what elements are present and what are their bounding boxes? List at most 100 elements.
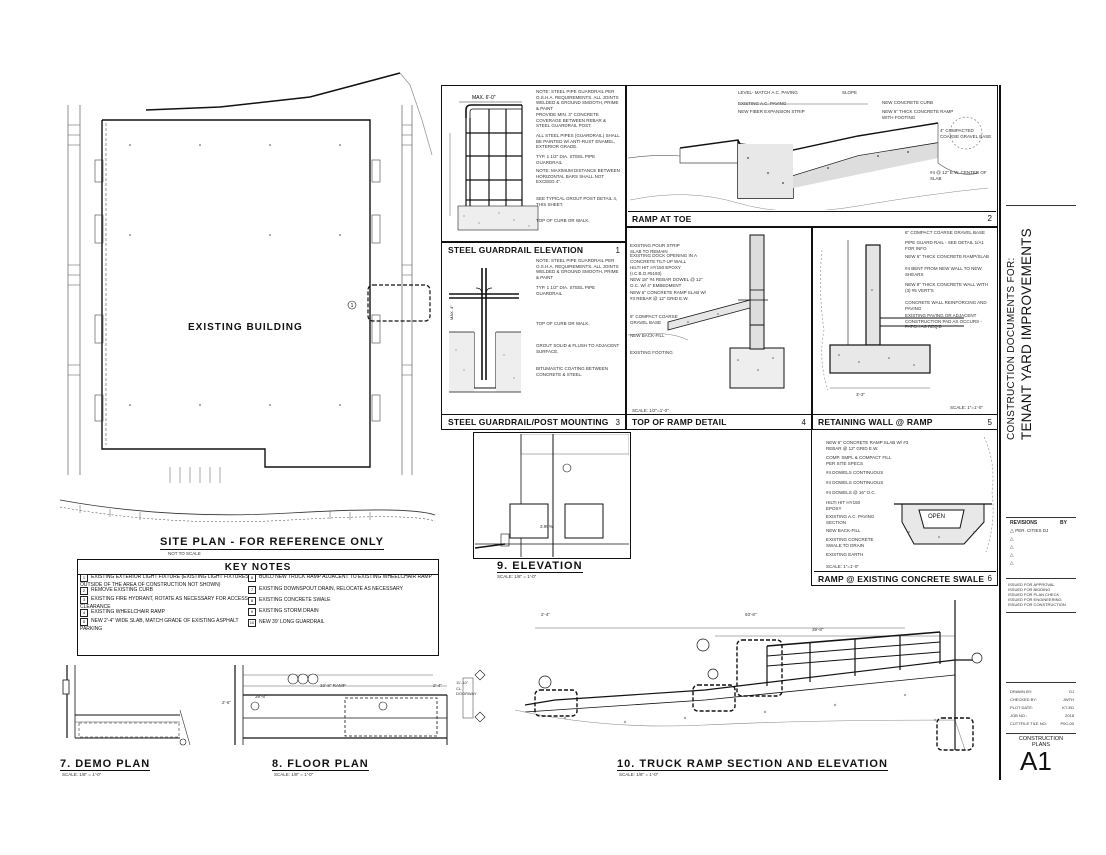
- detail-1-note-6: SEE TYPICAL GROUT POST DETAIL 4, THIS SH…: [536, 196, 618, 207]
- detail-2-note-3: EXISTING A.C. PAVING: [738, 101, 787, 106]
- floor-plan-dim-4: 2'-6": [222, 700, 231, 705]
- detail-1-number: 1: [615, 245, 620, 255]
- detail-6-title: RAMP @ EXISTING CONCRETE SWALE: [818, 573, 985, 584]
- detail-3-number: 3: [615, 417, 620, 427]
- detail-1-titlebar: STEEL GUARDRAIL ELEVATION 1: [444, 243, 624, 257]
- detail-2-note-4: NEW FIBER EXPANSION STRIP: [738, 109, 805, 114]
- site-plan-title: SITE PLAN - FOR REFERENCE ONLY: [160, 536, 384, 550]
- title-block-fields: DRAWN BY:DJ CHECKED BY:JWTH PLOT DATE:KT…: [1010, 689, 1074, 726]
- floor-plan-dim-1: 33'-8" RAMP: [320, 683, 346, 688]
- demo-plan-title: 7. DEMO PLAN: [60, 758, 151, 771]
- project-title-block: CONSTRUCTION DOCUMENTS FOR: TENANT YARD …: [1006, 210, 1076, 440]
- elevation-9-scale: SCALE: 1/8" = 1'-0": [497, 574, 537, 579]
- floor-plan-dim-2: 39'-8": [255, 694, 267, 699]
- detail-4-note-7: NEW BACK-FILL: [630, 333, 665, 338]
- detail-5-note-4: #4 BENT FROM NEW WALL TO NEW SHEARS: [905, 266, 982, 277]
- elevation-9-drawing: [475, 434, 629, 557]
- detail-2-note-5: NEW CONCRETE CURB: [882, 100, 934, 105]
- detail-6-scale: SCALE: 1"=1'-0": [826, 564, 859, 569]
- detail-5-title: RETAINING WALL @ RAMP: [818, 417, 933, 427]
- detail-1-note-1: NOTE: STEEL PIPE GUARDRAIL PER O.S.H.A. …: [536, 89, 619, 111]
- detail-6-note-8: NEW BACK-FILL: [826, 528, 861, 533]
- floor-plan-scale: SCALE: 1/8" = 1'-0": [274, 772, 314, 777]
- detail-4-note-2: EXISTING DOCK OPENING IN A CONCRETE TILT…: [630, 253, 697, 264]
- detail-4-note-4: NEW 18" #4 REBAR DOWEL @ 12" O.C. W/ 4" …: [630, 277, 703, 288]
- detail-6-note-4: #4 DOWELS CONTINUOUS: [826, 480, 884, 485]
- detail-2-number: 2: [987, 214, 992, 223]
- detail-5-note-6: CONCRETE WALL REINFORCING AND PAVING: [905, 300, 987, 311]
- issue-status-list: ISSUED FOR APPROVAL ISSUED FOR BIDDING I…: [1008, 582, 1066, 607]
- detail-5-note-3: NEW 6" THICK CONCRETE RAMP/SLAB: [905, 254, 990, 259]
- demo-plan-drawing: [62, 665, 191, 746]
- detail-5-number: 5: [987, 417, 992, 427]
- detail-grid-frame: [441, 85, 998, 430]
- detail-4-number: 4: [801, 417, 806, 427]
- detail-6-frame: [811, 429, 998, 586]
- detail-6-titlebar: RAMP @ EXISTING CONCRETE SWALE 6: [814, 571, 996, 585]
- revision-row-4: △: [1010, 552, 1014, 557]
- detail-3-title: STEEL GUARDRAIL/POST MOUNTING: [448, 417, 609, 427]
- detail-2-drawing: [628, 103, 989, 210]
- ramp-section-scale: SCALE: 1/8" = 1'-0": [619, 772, 659, 777]
- key-notes-box: KEY NOTES: [77, 559, 439, 656]
- detail-6-note-7: EXISTING A.C. PAVING SECTION: [826, 514, 875, 525]
- detail-3-drawing: MAX. 4": [449, 268, 521, 393]
- detail-2-note-1: LEVEL- MATCH A.C. PAVING: [738, 90, 798, 95]
- detail-6-drawing: [894, 436, 994, 553]
- svg-text:MAX. 6'-0": MAX. 6'-0": [472, 95, 496, 101]
- detail-1-note-2: PROVIDE MIN. 3" CONCRETE COVERAGE BETWEE…: [536, 112, 607, 128]
- sheet-number: A1: [1020, 746, 1052, 776]
- revision-row-5: △: [1010, 560, 1014, 565]
- detail-5-scale: SCALE: 1"=1'-0": [950, 405, 983, 410]
- detail-6-note-6: HILTI HIT HY150 EPOXY: [826, 500, 861, 511]
- key-notes-title: KEY NOTES: [78, 560, 438, 575]
- detail-6-open-label: OPEN: [928, 514, 946, 520]
- demo-plan-scale: SCALE: 1/8" = 1'-0": [62, 772, 102, 777]
- elevation-9-title: 9. ELEVATION: [497, 560, 583, 573]
- floor-plan-drawing: [234, 665, 486, 745]
- ramp-section-title: 10. TRUCK RAMP SECTION AND ELEVATION: [617, 758, 888, 771]
- floor-plan-note: 11'-10" CL. DOORWAY: [456, 680, 477, 696]
- detail-2-titlebar: RAMP AT TOE 2: [628, 211, 996, 225]
- detail-1-drawing: MAX. 6'-0": [449, 95, 539, 231]
- detail-6-note-9: EXISTING CONCRETE SWALE TO DRAIN: [826, 537, 874, 548]
- revision-row-2: △: [1010, 536, 1014, 541]
- detail-5-note-7: EXISTING PAVING OR ADJACENT CONSTRUCTION…: [905, 313, 982, 329]
- detail-4-note-5: NEW 6" CONCRETE RAMP SLAB W/ #3 REBAR @ …: [630, 290, 707, 301]
- elevation-9-frame: [473, 432, 631, 559]
- detail-1-note-7: TOP OF CURB OR WALK.: [536, 218, 590, 223]
- detail-6-number: 6: [987, 574, 992, 583]
- detail-6-note-3: #4 DOWELS CONTINUOUS: [826, 470, 884, 475]
- detail-1-note-3: ALL STEEL PIPES (GUARDRAIL) SHALL BE PAI…: [536, 133, 620, 149]
- detail-2-note-7: 4" COMPACTED COARSE GRAVEL BASE: [940, 128, 992, 139]
- detail-1-title: STEEL GUARDRAIL ELEVATION: [448, 245, 584, 255]
- detail-3-note-5: BITUMASTIC COATING BETWEEN CONCRETE & ST…: [536, 366, 609, 377]
- floor-plan-dim-3: 2'-4": [433, 683, 442, 688]
- ramp-section-dim-1: 2'-4": [541, 612, 550, 617]
- detail-6-note-1: NEW 6" CONCRETE RAMP SLAB W/ #3 REBAR @ …: [826, 440, 909, 451]
- detail-3-note-3: TOP OF CURB OR WALK.: [536, 321, 590, 326]
- detail-4-note-1: EXISTING POUR STRIP SLAB TO REMAIN: [630, 243, 680, 254]
- detail-4-drawing: [628, 234, 785, 389]
- detail-2-note-8: #4 @ 12" E.W. CENTER OF SLAB: [930, 170, 987, 181]
- detail-5-note-2: PIPE GUARD RAIL - SEE DETAIL 1/A1 FOR IN…: [905, 240, 984, 251]
- project-title-line-1: CONSTRUCTION DOCUMENTS FOR:: [1006, 257, 1017, 440]
- site-plan-marker-text: 1: [351, 303, 354, 309]
- detail-5-note-1: 6" COMPACT COARSE GRAVEL BASE: [905, 230, 985, 235]
- ramp-section-dim-3: 39'-8": [812, 627, 824, 632]
- ramp-section-dim-2: 93'-8": [745, 612, 757, 617]
- revision-row-3: △: [1010, 544, 1014, 549]
- detail-6-note-5: #4 DOWELS @ 16" O.C.: [826, 490, 876, 495]
- title-block-border: [999, 85, 1001, 780]
- detail-4-title: TOP OF RAMP DETAIL: [632, 417, 727, 427]
- detail-6-note-2: COMP. SMPL & COMPACT FILL PER SITE SPECS: [826, 455, 892, 466]
- site-plan-scale: NOT TO SCALE: [168, 551, 201, 556]
- detail-4-titlebar: TOP OF RAMP DETAIL 4: [628, 415, 810, 429]
